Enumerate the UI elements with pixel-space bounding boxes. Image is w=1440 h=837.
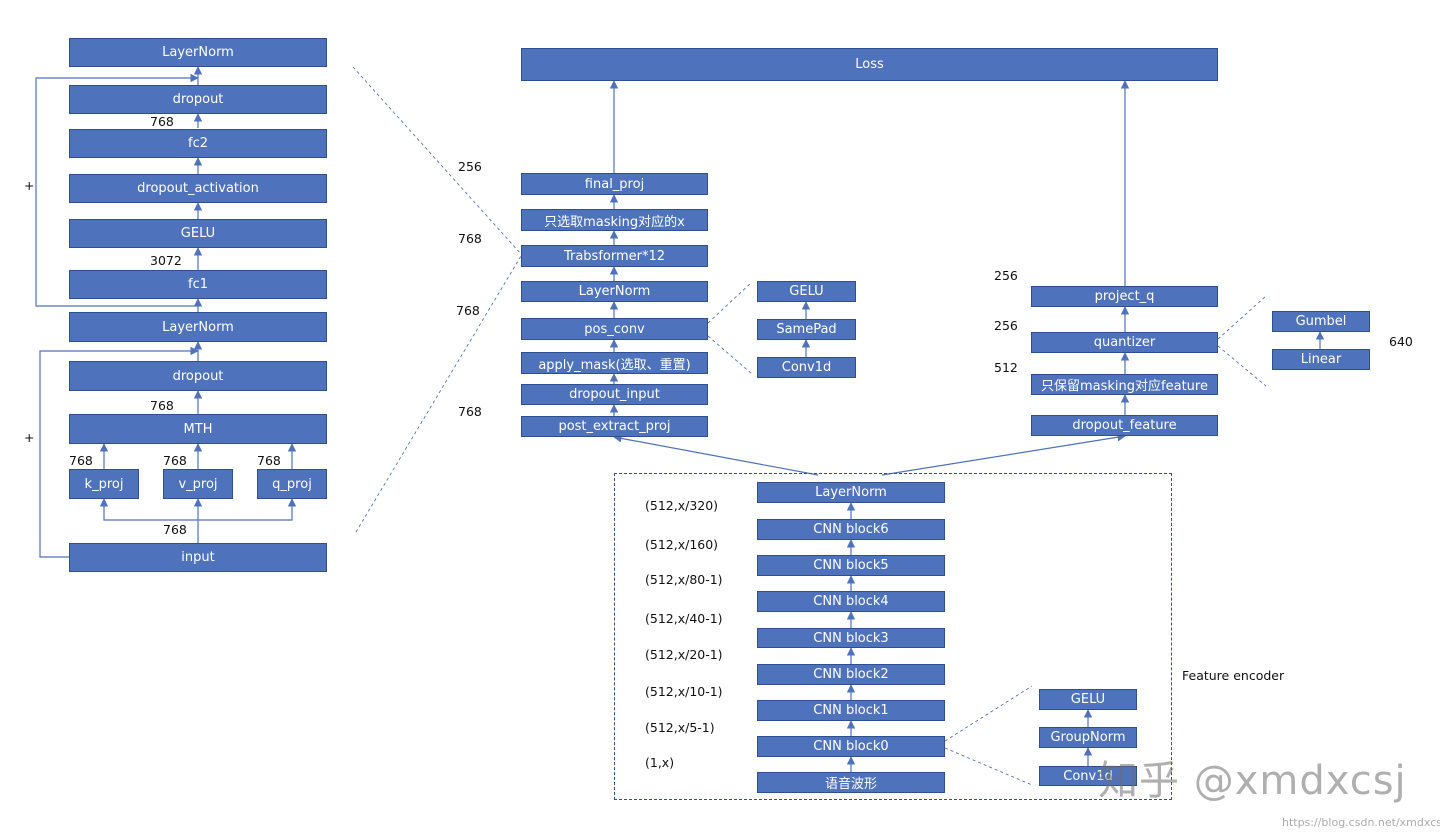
dropout-activation-box: dropout_activation — [69, 174, 327, 203]
dim-label-768-fc2: 768 — [150, 114, 174, 129]
encoder-block-cnn6: CNN block6 — [757, 519, 945, 540]
cnn-detail-gelu-box: GELU — [1039, 689, 1137, 710]
dim-label-768-transformer: 768 — [458, 231, 482, 246]
encoder-block-cnn0: CNN block0 — [757, 736, 945, 757]
encoder-block-cnn1: CNN block1 — [757, 700, 945, 721]
project-q-box: project_q — [1031, 286, 1218, 307]
gumbel-box: Gumbel — [1272, 311, 1370, 332]
zhihu-watermark: 知乎 @xmdxcsj — [1098, 758, 1407, 804]
shape-label-layernorm: (512,x/320) — [645, 498, 719, 513]
dim-label-256-quantizer: 256 — [994, 318, 1018, 333]
gelu-box: GELU — [69, 219, 327, 248]
encoder-block-cnn5: CNN block5 — [757, 555, 945, 576]
v-proj-box: v_proj — [163, 469, 233, 499]
loss-box: Loss — [521, 48, 1218, 81]
dim-label-256-context: 256 — [458, 159, 482, 174]
posconv-conv1d-box: Conv1d — [757, 357, 856, 378]
dim-label-768-input: 768 — [163, 522, 187, 537]
dropout-input-box: dropout_input — [521, 384, 708, 405]
shape-label-cnn3: (512,x/20-1) — [645, 647, 723, 662]
final-proj-box: final_proj — [521, 173, 708, 195]
keep-masking-box: 只保留masking对应feature — [1031, 374, 1218, 395]
dim-label-768-mth: 768 — [150, 398, 174, 413]
encoder-block-cnn2: CNN block2 — [757, 664, 945, 685]
dim-label-768-k: 768 — [69, 453, 93, 468]
posconv-gelu-box: GELU — [757, 281, 856, 302]
shape-label-cnn5: (512,x/80-1) — [645, 572, 723, 587]
post-extract-proj-box: post_extract_proj — [521, 416, 708, 437]
fc1-box: fc1 — [69, 270, 327, 299]
transformer-stack-box: Trabsformer*12 — [521, 245, 708, 267]
residual-plus-bottom: + — [24, 430, 35, 445]
select-masking-box: 只选取masking对应的x — [521, 209, 708, 231]
encoder-block-cnn3: CNN block3 — [757, 628, 945, 648]
dim-label-640: 640 — [1389, 334, 1413, 349]
dim-label-3072: 3072 — [150, 253, 182, 268]
layernorm-mid-box: LayerNorm — [69, 312, 327, 342]
dropout-feature-box: dropout_feature — [1031, 415, 1218, 436]
q-proj-box: q_proj — [257, 469, 327, 499]
dim-label-512: 512 — [994, 360, 1018, 375]
pos-conv-box: pos_conv — [521, 318, 708, 340]
feature-encoder-frame — [614, 473, 1172, 800]
encoder-block-cnn4: CNN block4 — [757, 591, 945, 612]
dim-label-768-v: 768 — [163, 453, 187, 468]
dim-label-768-posconv: 768 — [456, 303, 480, 318]
shape-label-cnn6: (512,x/160) — [645, 537, 719, 552]
residual-plus-top: + — [24, 178, 35, 193]
fc2-box: fc2 — [69, 129, 327, 158]
dim-label-768-extract: 768 — [458, 404, 482, 419]
dropout-top-box: dropout — [69, 85, 327, 114]
input-box: input — [69, 543, 327, 572]
apply-mask-box: apply_mask(选取、重置) — [521, 352, 708, 374]
shape-label-cnn4: (512,x/40-1) — [645, 611, 723, 626]
layernorm-context-box: LayerNorm — [521, 281, 708, 302]
feature-encoder-title: Feature encoder — [1182, 668, 1285, 683]
dim-label-256-projq: 256 — [994, 268, 1018, 283]
encoder-block-layernorm: LayerNorm — [757, 482, 945, 503]
dropout-attn-box: dropout — [69, 361, 327, 391]
linear-box: Linear — [1272, 349, 1370, 370]
shape-label-cnn0: (1,x) — [645, 755, 675, 770]
cnn-detail-groupnorm-box: GroupNorm — [1039, 727, 1137, 748]
dim-label-768-q: 768 — [257, 453, 281, 468]
shape-label-cnn2: (512,x/10-1) — [645, 684, 723, 699]
mth-box: MTH — [69, 414, 327, 444]
posconv-samepad-box: SamePad — [757, 319, 856, 340]
layernorm-top-box: LayerNorm — [69, 38, 327, 67]
k-proj-box: k_proj — [69, 469, 139, 499]
encoder-block-waveform: 语音波形 — [757, 772, 945, 793]
shape-label-cnn1: (512,x/5-1) — [645, 720, 715, 735]
quantizer-box: quantizer — [1031, 332, 1218, 353]
source-url-watermark: https://blog.csdn.net/xmdxcsj — [1282, 816, 1440, 829]
cnn-detail-conv1d-box: Conv1d — [1039, 766, 1137, 786]
